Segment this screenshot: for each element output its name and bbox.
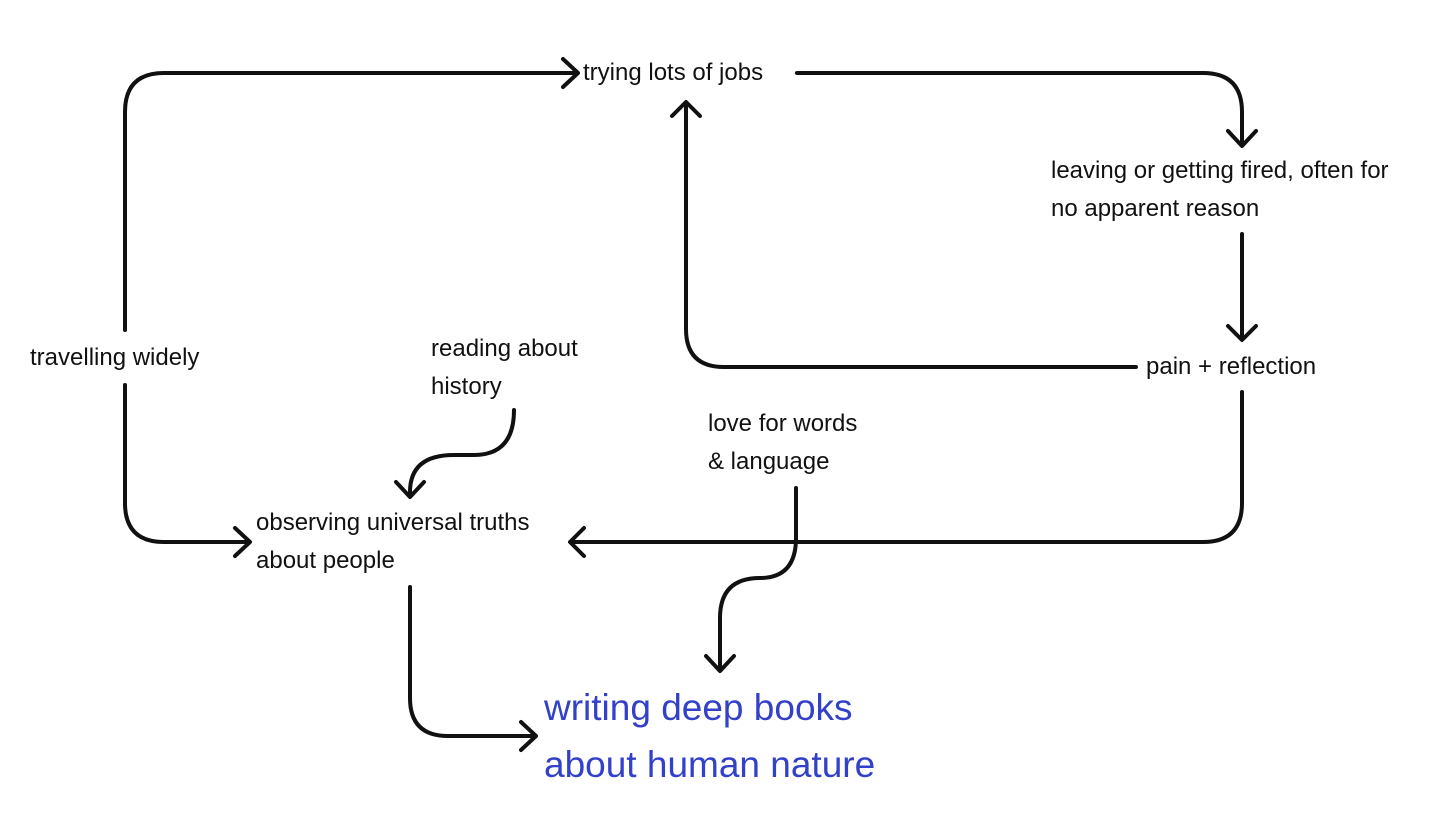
edge-pain-to-observing [572, 390, 1244, 544]
node-goal-line-1: writing deep books [544, 687, 853, 728]
node-goal-line-2: about human nature [544, 744, 876, 785]
node-leaving-or-getting-fired: leaving or getting fired, often for no a… [1051, 152, 1389, 228]
edge-travel-to-observing-arrowhead [233, 526, 252, 558]
edge-pain-to-observing-arrowhead [568, 526, 586, 558]
edge-observing-to-goal-arrowhead [519, 720, 538, 752]
edge-reading-to-observing [408, 408, 516, 494]
node-pain-reflection-line-1: pain + reflection [1146, 353, 1317, 380]
edge-travel-to-observing [123, 383, 248, 544]
edge-jobs-to-leaving [795, 71, 1244, 144]
node-pain-reflection: pain + reflection [1146, 348, 1316, 386]
node-observing-line-1: observing universal truths [256, 509, 530, 536]
edge-jobs-to-leaving-arrowhead [1226, 129, 1258, 148]
node-love-line-1: love for words [708, 410, 858, 437]
node-leaving-line-1: leaving or getting fired, often for [1051, 157, 1389, 184]
node-reading-line-2: history [431, 373, 502, 400]
edge-travel-to-jobs-arrowhead [561, 57, 580, 89]
node-observing-universal-truths: observing universal truths about people [256, 504, 529, 580]
node-trying-lots-of-jobs: trying lots of jobs [583, 54, 763, 92]
node-travelling-widely: travelling widely [30, 339, 199, 377]
node-reading-about-history: reading about history [431, 330, 578, 406]
node-reading-line-1: reading about [431, 335, 578, 362]
edge-reading-to-observing-arrowhead [394, 480, 426, 499]
edge-love-to-goal-arrowhead [704, 654, 736, 673]
edge-leaving-to-pain-arrowhead [1226, 324, 1258, 342]
node-love-for-words: love for words & language [708, 405, 857, 481]
node-love-line-2: & language [708, 448, 830, 475]
edge-travel-to-jobs [123, 71, 576, 332]
edge-love-to-goal [718, 486, 798, 668]
node-observing-line-2: about people [256, 547, 395, 574]
node-trying-lots-of-jobs-line-1: trying lots of jobs [583, 59, 764, 86]
edge-pain-to-jobs-arrowhead [670, 100, 702, 118]
edge-observing-to-goal [408, 585, 533, 738]
node-writing-deep-books: writing deep books about human nature [544, 679, 875, 793]
node-travelling-widely-line-1: travelling widely [30, 344, 200, 371]
node-leaving-line-2: no apparent reason [1051, 195, 1260, 222]
edge-pain-to-jobs [684, 104, 1138, 369]
